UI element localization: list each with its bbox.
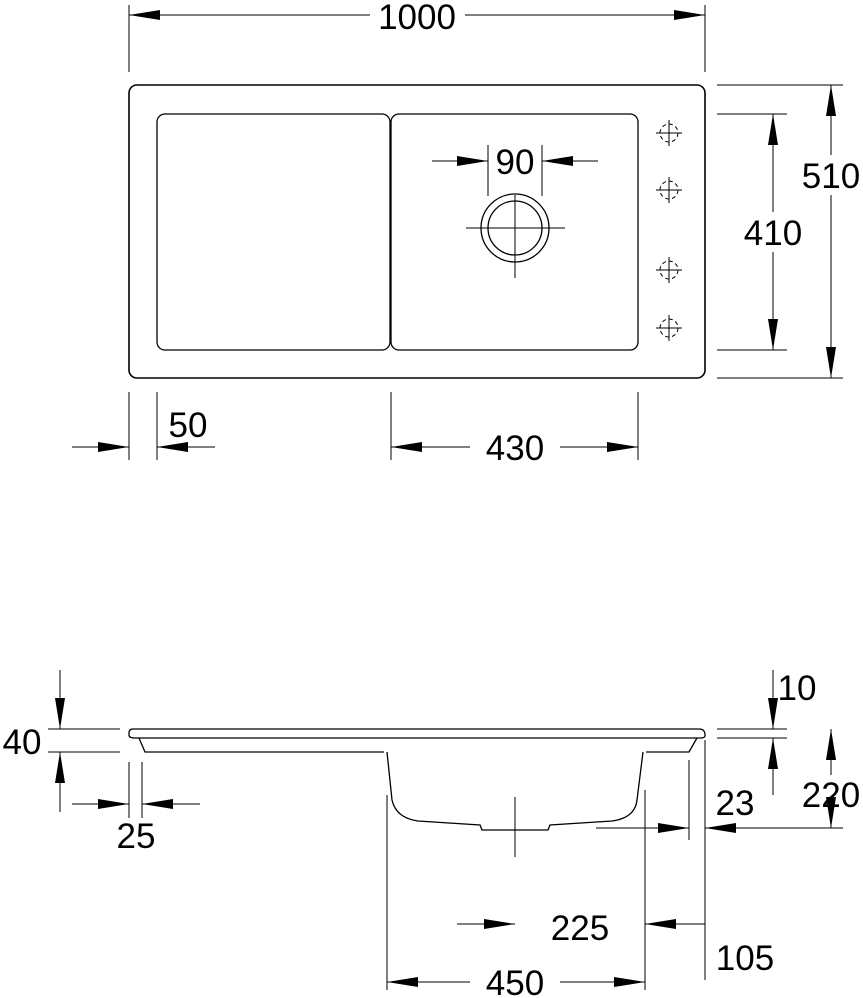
dim-waste-offset: 225 bbox=[457, 790, 705, 990]
dim-rim-thickness: 10 bbox=[717, 669, 816, 795]
sink-profile-top bbox=[128, 728, 706, 739]
dim-label-1000: 1000 bbox=[378, 0, 456, 37]
dim-label-23: 23 bbox=[716, 784, 755, 823]
dim-label-410: 410 bbox=[744, 214, 802, 253]
dim-label-450: 450 bbox=[486, 964, 544, 998]
dim-bowl-length: 450 bbox=[386, 795, 645, 998]
dim-label-10: 10 bbox=[778, 669, 817, 708]
tap-hole-icon bbox=[656, 120, 682, 341]
dim-label-430: 430 bbox=[486, 429, 544, 468]
dim-end-offset: 105 bbox=[716, 939, 774, 978]
dim-overall-width: 1000 bbox=[128, 0, 706, 72]
dim-edge-offset: 25 bbox=[72, 762, 200, 856]
dim-label-50: 50 bbox=[169, 406, 208, 445]
dim-label-105: 105 bbox=[716, 939, 774, 978]
sink-outline bbox=[128, 84, 706, 379]
sink-profile-underside bbox=[138, 737, 698, 753]
top-view: 1000 510 410 bbox=[72, 0, 860, 468]
dim-flange-height: 40 bbox=[3, 670, 120, 812]
dim-bowl-depth: 410 bbox=[717, 113, 802, 351]
dim-label-510: 510 bbox=[802, 157, 860, 196]
dim-label-225: 225 bbox=[551, 909, 609, 948]
dim-waste-diameter: 90 bbox=[432, 143, 598, 196]
dim-drainer-offset: 50 bbox=[72, 392, 215, 460]
drainer-panel bbox=[156, 113, 391, 351]
side-view: 40 25 10 220 bbox=[3, 669, 861, 998]
waste-outlet bbox=[466, 193, 565, 278]
bowl-outline bbox=[390, 113, 639, 351]
dim-bowl-height: 220 bbox=[705, 729, 860, 829]
dim-bowl-width: 430 bbox=[390, 392, 639, 468]
dim-label-90: 90 bbox=[496, 143, 535, 182]
dim-label-220: 220 bbox=[802, 776, 860, 815]
dim-side-offset: 23 bbox=[596, 740, 754, 980]
dim-overall-depth: 510 bbox=[717, 84, 860, 379]
dim-label-40: 40 bbox=[3, 723, 42, 762]
dim-label-25: 25 bbox=[117, 817, 156, 856]
